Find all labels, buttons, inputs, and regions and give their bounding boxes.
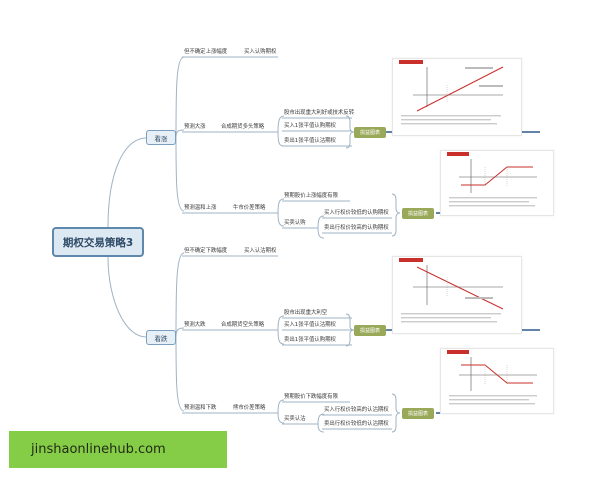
bullish-mild-rise-expectation: 预期股价上涨幅度有限 [284,193,338,199]
bearish-spread-label: 买卖认沽 [284,416,306,422]
bullish-spread-leg-2: 卖出行权价较高的认购期权 [324,225,389,231]
bullish-uncertain-action: 买入认购期权 [244,49,277,55]
bullish-mild-rise-condition: 预测温和上涨 [184,205,217,211]
payoff-chart-thumbnail-bull-spread [440,150,554,216]
bearish-big-fall-leg-3: 卖出1张平值认购期权 [284,337,336,343]
payoff-chart-thumbnail-bull-synthetic [392,58,522,136]
bearish-uncertain-action: 买入认沽期权 [244,248,277,254]
bearish-big-fall-leg-1: 股市出现重大利空 [284,310,328,316]
bearish-uncertain-condition: 但不确定下跌幅度 [184,248,228,254]
bullish-big-rise-condition: 预测大涨 [184,124,206,130]
branch-bullish[interactable]: 看涨 [146,130,176,145]
watermark-banner: jinshaonlinehub.com [9,431,227,468]
root-node[interactable]: 期权交易策略3 [52,227,144,257]
bullish-mild-rise-chart-bubble[interactable]: 损益图表 [402,208,434,219]
bullish-spread-leg-1: 买入行权价较低的认购期权 [324,210,389,216]
bearish-big-fall-leg-2: 买入1张平值认沽期权 [284,322,336,328]
payoff-chart-thumbnail-bear-synthetic [392,256,522,334]
bearish-spread-leg-1: 买入行权价较高的认沽期权 [324,407,389,413]
branch-bearish[interactable]: 看跌 [146,330,176,345]
bearish-mild-fall-condition: 预测温和下跌 [184,405,217,411]
bullish-big-rise-leg-2: 买入1张平值认购期权 [284,123,336,129]
bullish-big-rise-leg-3: 卖出1张平值认沽期权 [284,138,336,144]
bearish-big-fall-chart-bubble[interactable]: 损益图表 [354,325,386,336]
bearish-mild-fall-chart-bubble[interactable]: 损益图表 [402,408,434,419]
bearish-mild-fall-expectation: 预期股价下跌幅度有限 [284,394,338,400]
bullish-big-rise-strategy: 合成期货多头策略 [221,124,265,130]
bearish-mild-fall-strategy: 熊市价差策略 [233,405,266,411]
bullish-mild-rise-strategy: 牛市价差策略 [233,205,266,211]
bearish-spread-leg-2: 卖出行权价较低的认沽期权 [324,421,389,427]
bullish-spread-label: 买卖认购 [284,220,306,226]
bullish-big-rise-leg-1: 股市出现重大利好或技术反转 [284,110,355,116]
bearish-big-fall-strategy: 合成期货空头策略 [221,322,265,328]
bullish-uncertain-condition: 但不确定上涨幅度 [184,49,228,55]
payoff-chart-thumbnail-bear-spread [440,348,554,414]
watermark-text: jinshaonlinehub.com [31,442,166,457]
bullish-big-rise-chart-bubble[interactable]: 损益图表 [354,127,386,138]
bearish-big-fall-condition: 预测大跌 [184,322,206,328]
